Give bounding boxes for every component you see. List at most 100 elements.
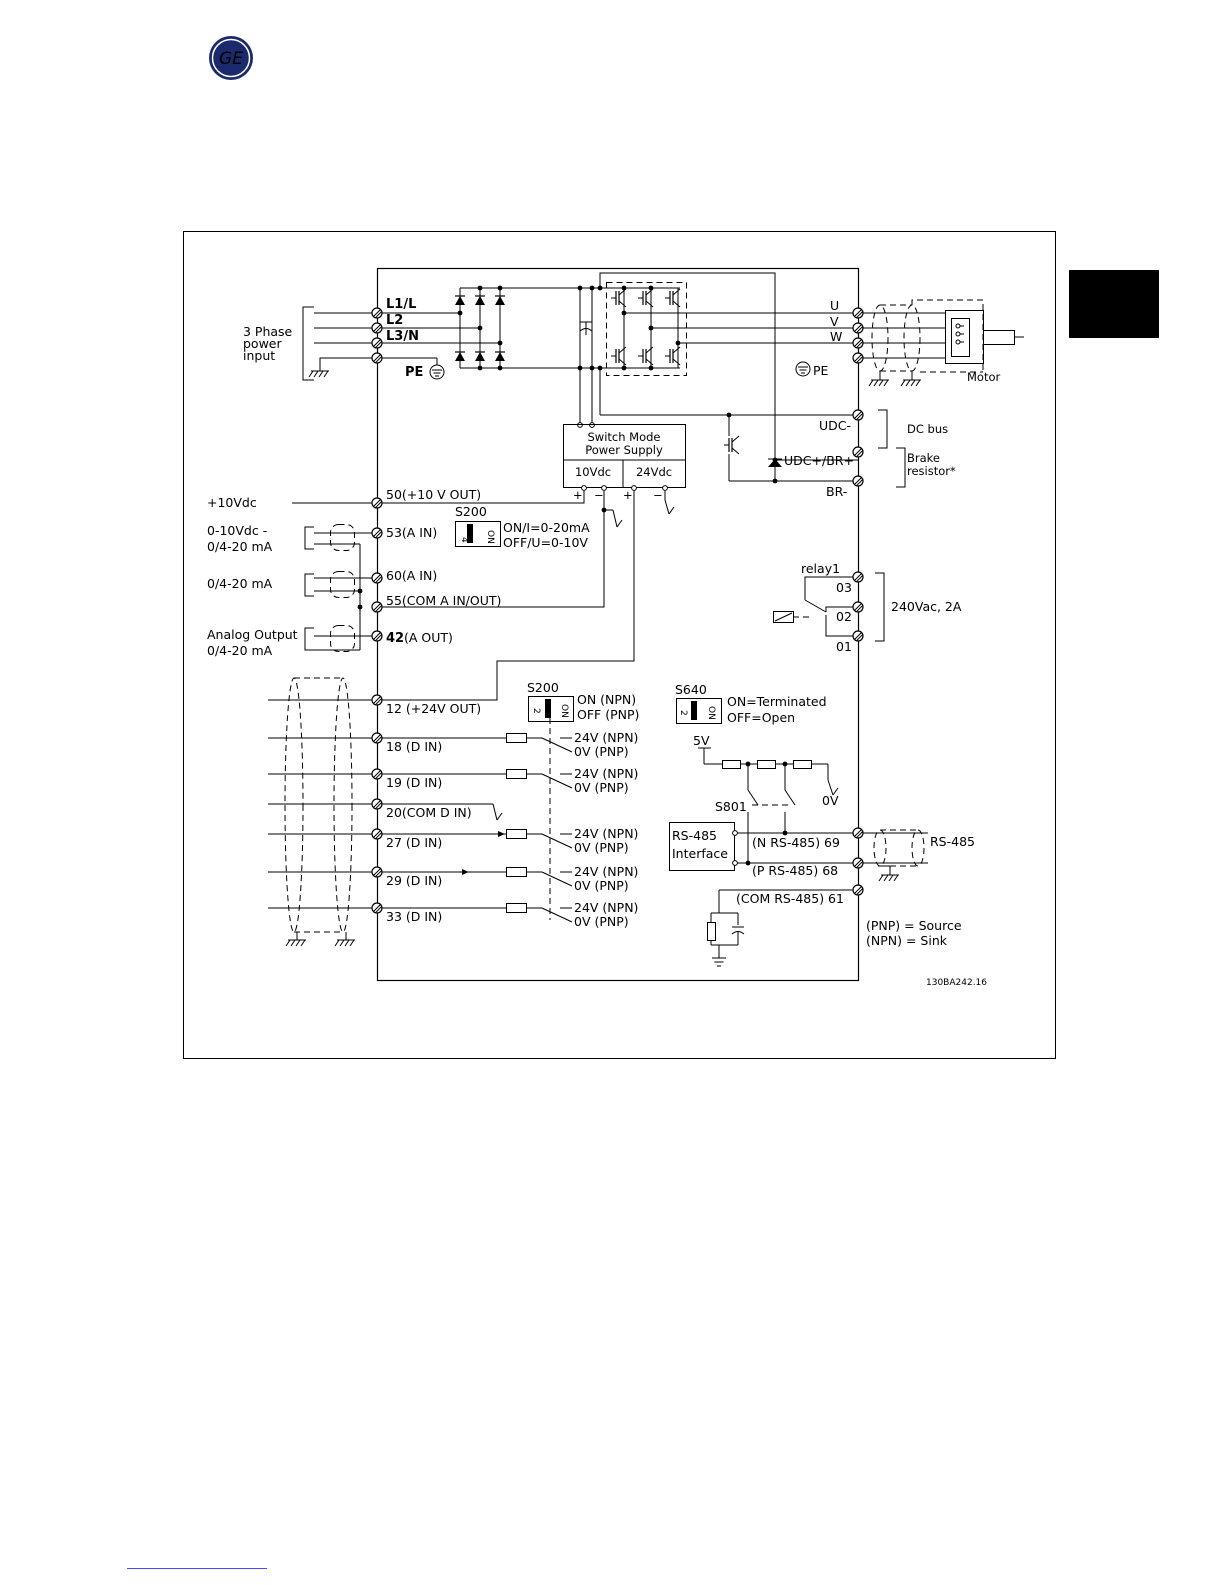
smps-24vdc: 24Vdc <box>636 465 672 479</box>
label-42-left-line2: 0/4-20 mA <box>207 643 273 658</box>
terminal-53 <box>371 527 383 539</box>
legend: (PNP) = Source (NPN) = Sink 130BA242.16 <box>866 918 987 988</box>
terminal-udc-minus <box>852 409 864 421</box>
terminal-55 <box>371 601 383 613</box>
label-motor: Motor <box>967 370 1001 384</box>
label-terminal-18: 18 (D IN) <box>386 739 442 754</box>
label-relay-rating: 240Vac, 2A <box>891 599 962 614</box>
label-rs485-external: RS-485 <box>930 834 975 849</box>
terminal-19 <box>371 768 383 780</box>
rs485-section: 5V 0V S801 RS-485 Interface (N RS-485) 6… <box>669 733 975 967</box>
label-l3: L3/N <box>386 329 419 344</box>
label-terminal-60: 60(A IN) <box>386 568 437 583</box>
label-terminal-42-num: 42 <box>386 631 404 646</box>
drive-enclosure <box>376 267 860 982</box>
terminal-29 <box>371 866 383 878</box>
label-29-npn: 24V (NPN) <box>574 864 638 879</box>
label-19-pnp: 0V (PNP) <box>574 780 629 795</box>
s200-digital-on: ON <box>559 704 569 718</box>
mains-label-line1: 3 Phase <box>243 324 293 339</box>
label-53-left-line2: 0/4-20 mA <box>207 539 273 554</box>
label-l1: L1/L <box>386 297 416 312</box>
motor-output: U V W PE Motor <box>795 298 1024 387</box>
svg-text:−: − <box>594 488 604 502</box>
s200-analog-switch: S200 4 ON ON/I=0-20mA OFF/U=0-10V <box>455 504 590 550</box>
relay1: relay1 03 02 01 240Vac, 2A <box>773 561 962 654</box>
label-s801: S801 <box>715 799 747 814</box>
svg-text:GE: GE <box>219 49 243 69</box>
label-udc-minus: UDC- <box>819 418 851 433</box>
s200-digital-title: S200 <box>527 680 559 695</box>
terminal-42 <box>371 630 383 642</box>
label-18-npn: 24V (NPN) <box>574 730 638 745</box>
s200-analog-on: ON <box>485 530 495 544</box>
label-terminal-68: (P RS-485) 68 <box>752 863 838 878</box>
mains-input: 3 Phase power input L1/L L2 L3/N PE <box>243 297 445 381</box>
dc-bus-brake: UDC- UDC+/BR+ BR- DC bus Brake resistor* <box>723 409 956 499</box>
smps-title-line1: Switch Mode <box>587 430 660 444</box>
terminal-68 <box>852 857 864 869</box>
label-relay-02: 02 <box>836 609 852 624</box>
label-pe-motor: PE <box>813 363 829 378</box>
label-5v: 5V <box>693 733 710 748</box>
s200-analog-title: S200 <box>455 504 487 519</box>
s640-on: ON <box>706 706 716 720</box>
relay-name: relay1 <box>801 561 840 576</box>
terminal-61 <box>852 884 864 896</box>
terminal-w <box>852 337 864 349</box>
switch-mode-power-supply: Switch Mode Power Supply 10Vdc 24Vdc +− … <box>382 424 686 701</box>
ge-logo: GE <box>208 35 254 81</box>
terminal-69 <box>852 827 864 839</box>
mains-label-line2: power <box>243 336 282 351</box>
smps-title-line2: Power Supply <box>585 443 663 457</box>
terminal-33 <box>371 902 383 914</box>
label-27-pnp: 0V (PNP) <box>574 840 629 855</box>
inverter-bridge <box>600 282 858 376</box>
terminal-br-minus <box>852 475 864 487</box>
terminal-v <box>852 322 864 334</box>
label-rs485-box-line2: Interface <box>672 846 728 861</box>
svg-text:−: − <box>653 488 663 502</box>
rectifier-bridge <box>382 285 600 371</box>
terminal-relay-02 <box>852 601 864 613</box>
s200-analog-line2: OFF/U=0-10V <box>503 535 588 550</box>
terminal-l3 <box>371 337 383 349</box>
s200-analog-num: 4 <box>459 537 469 543</box>
s200-digital-switch: S200 2 ON ON (NPN) OFF (PNP) <box>527 680 639 722</box>
label-terminal-33: 33 (D IN) <box>386 909 442 924</box>
s200-digital-num: 2 <box>531 708 541 714</box>
svg-text:+: + <box>573 488 583 502</box>
analog-io: +10Vdc 50(+10 V OUT) 0-10Vdc - 0/4-20 mA… <box>207 487 501 658</box>
label-u: U <box>830 298 839 313</box>
label-terminal-61: (COM RS-485) 61 <box>736 891 844 906</box>
label-33-npn: 24V (NPN) <box>574 900 638 915</box>
legend-npn: (NPN) = Sink <box>866 933 948 948</box>
npn-pnp-labels: 24V (NPN) 0V (PNP) 24V (NPN) 0V (PNP) 24… <box>560 730 638 929</box>
terminal-27 <box>371 828 383 840</box>
label-br-minus: BR- <box>826 484 847 499</box>
label-dc-bus: DC bus <box>907 422 948 436</box>
label-relay-01: 01 <box>836 639 852 654</box>
digital-io: 12 (+24V OUT) 18 (D IN) 19 (D IN) 20(COM… <box>268 677 573 947</box>
label-terminal-42: (A OUT) <box>404 630 453 645</box>
terminal-u <box>852 307 864 319</box>
label-18-pnp: 0V (PNP) <box>574 744 629 759</box>
footer-link-underline[interactable] <box>127 1568 267 1569</box>
label-brake-resistor: resistor* <box>907 464 956 478</box>
terminal-pe-mains <box>371 352 383 364</box>
terminal-18 <box>371 732 383 744</box>
label-27-npn: 24V (NPN) <box>574 826 638 841</box>
svg-text:+: + <box>623 488 633 502</box>
label-brake: Brake <box>907 451 940 465</box>
terminal-pe-motor <box>852 352 864 364</box>
label-v: V <box>830 314 839 329</box>
terminal-l1 <box>371 307 383 319</box>
mains-label-line3: input <box>243 348 275 363</box>
label-terminal-55: 55(COM A IN/OUT) <box>386 593 501 608</box>
label-plus10vdc: +10Vdc <box>207 495 257 510</box>
label-60-left: 0/4-20 mA <box>207 576 273 591</box>
label-pe-mains: PE <box>405 365 423 380</box>
label-33-pnp: 0V (PNP) <box>574 914 629 929</box>
label-l2: L2 <box>386 313 403 328</box>
